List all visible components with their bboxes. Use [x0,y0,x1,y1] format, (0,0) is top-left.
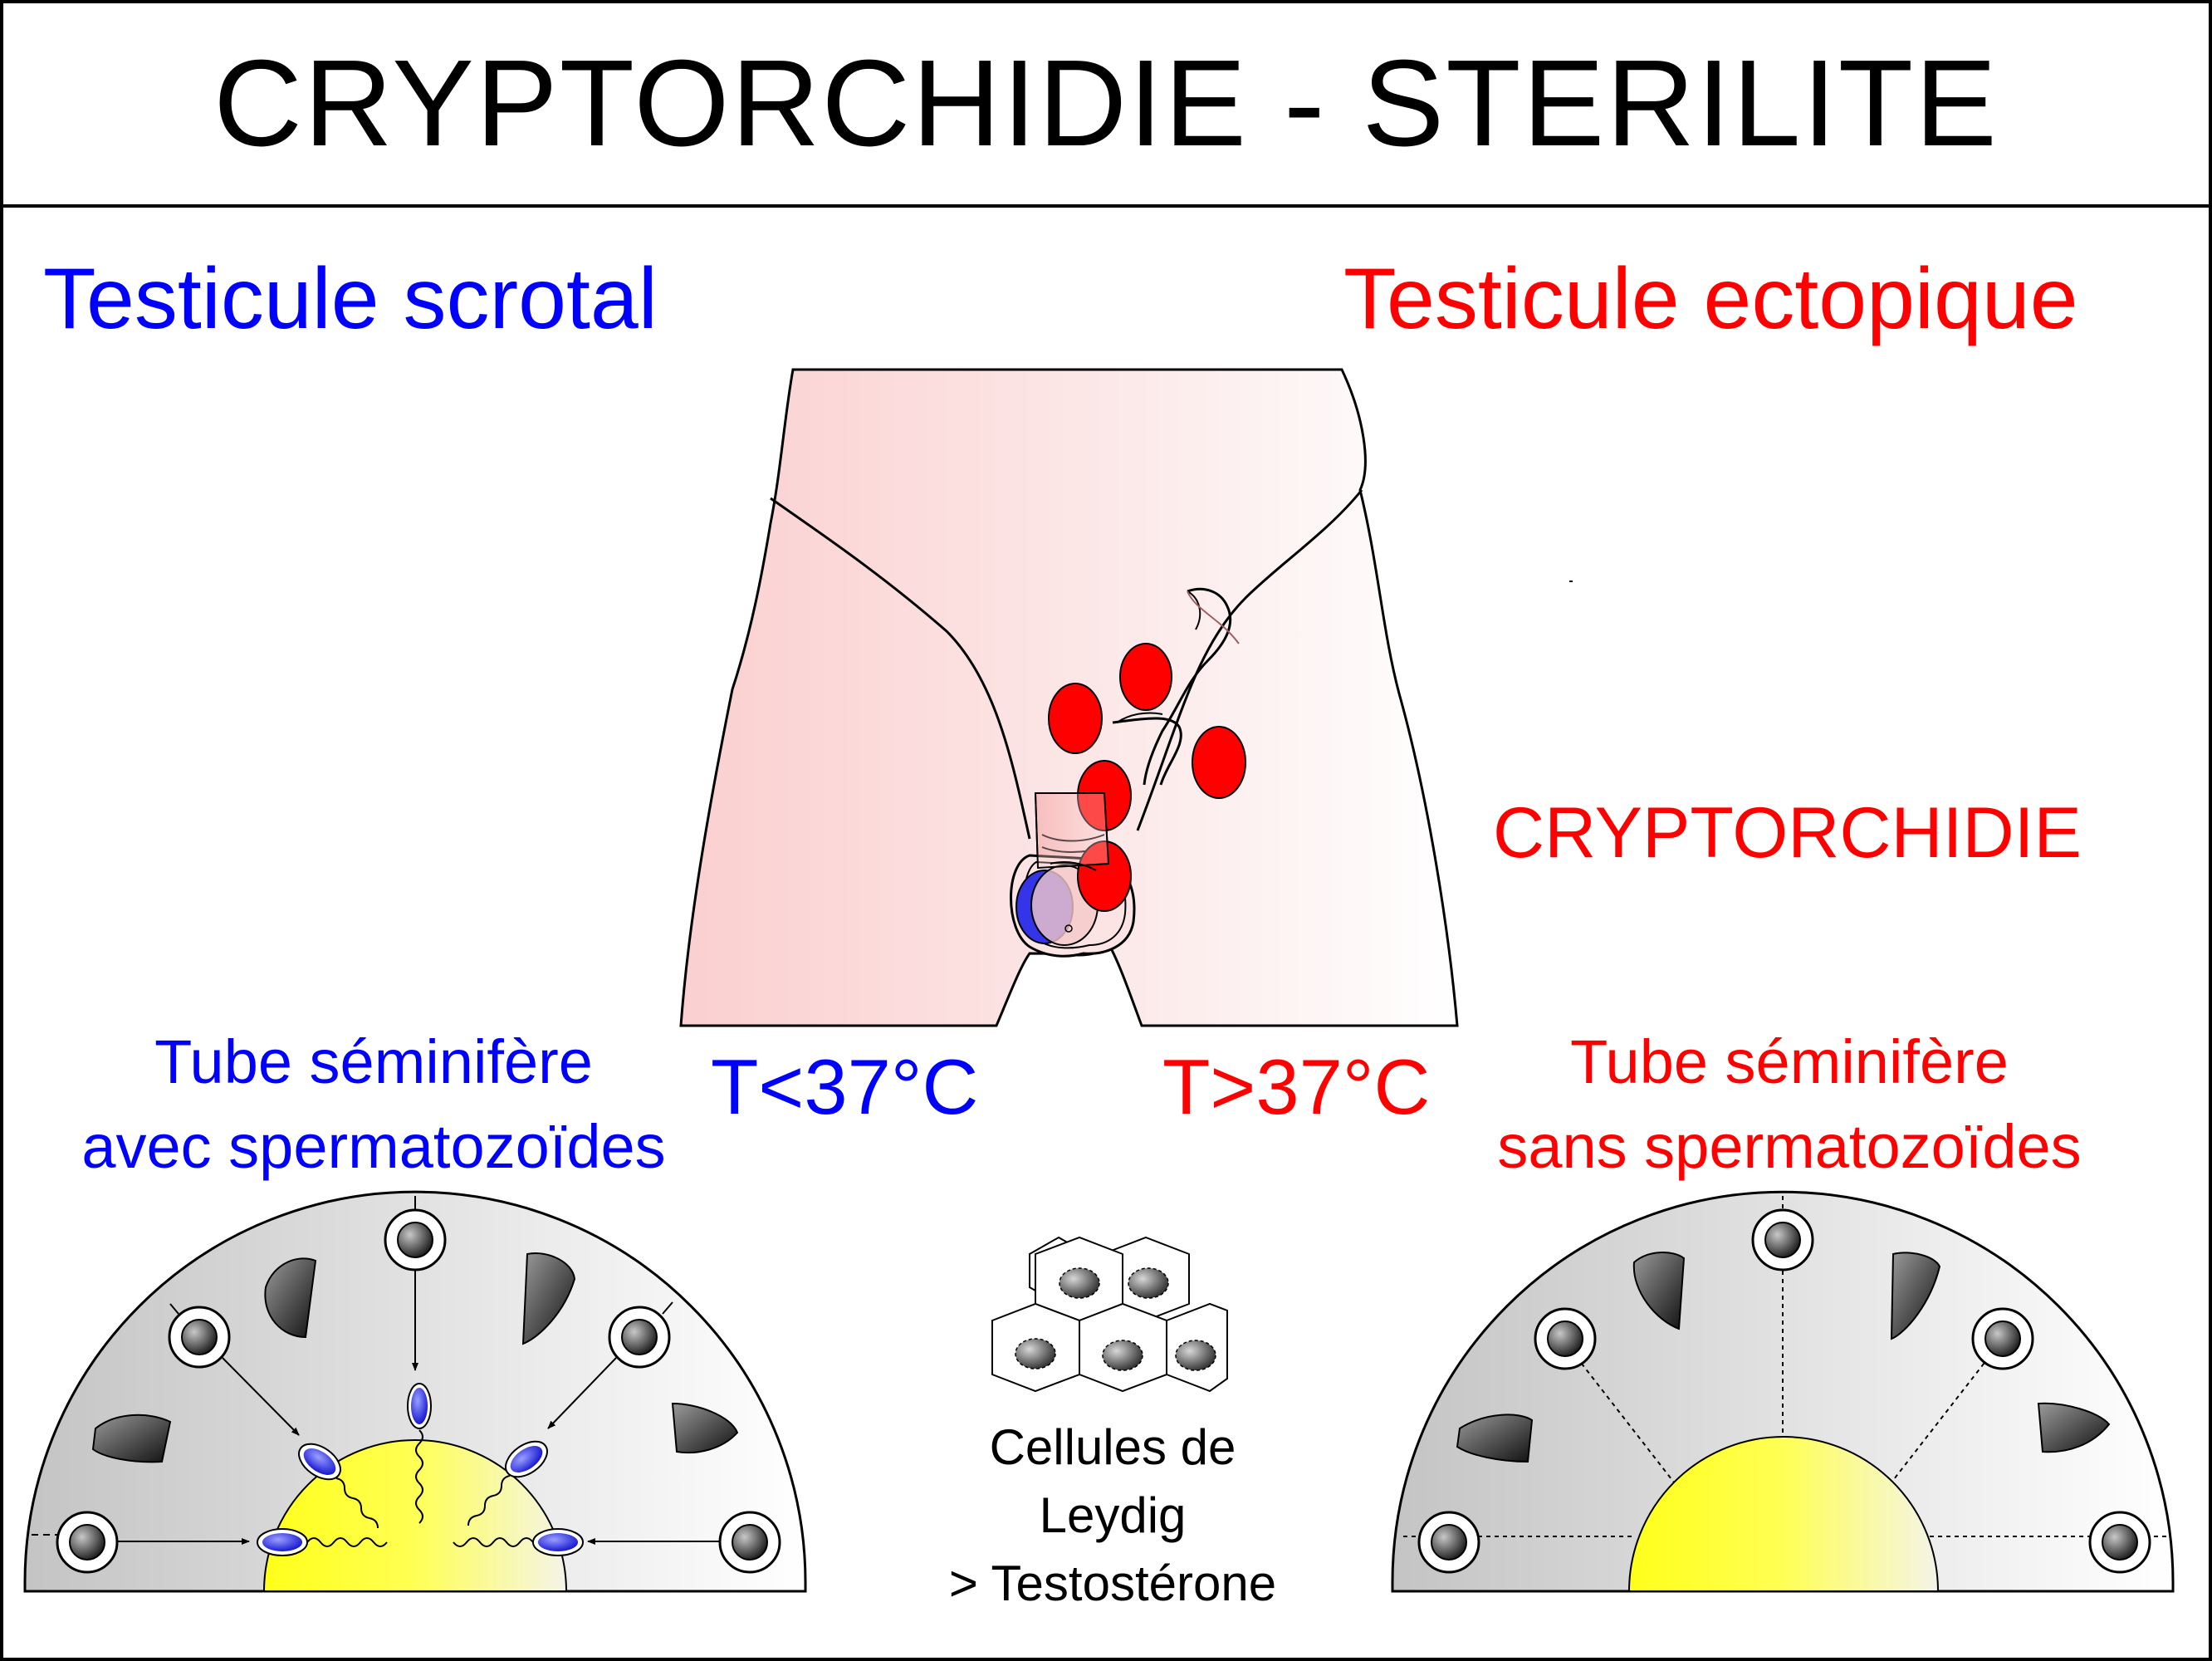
leydig-cell-icon [991,1302,1080,1393]
ectopic-testis-1 [1119,643,1172,711]
sertoli-nucleus-icon [264,1257,317,1339]
ectopic-testis-3 [1192,726,1246,799]
page-title: CRYPTORCHIDIE - STERILITE [213,35,1999,172]
sertoli-nucleus-icon [521,1252,576,1345]
sertoli-nucleus-icon [91,1414,172,1463]
tube-right-line2: sans spermatozoïdes [1497,1112,2082,1181]
leydig-label: Cellules de Leydig > Testostérone [897,1414,1329,1618]
spermatozoon-icon [407,1383,432,1524]
spermatogonia-icon [718,1511,781,1574]
spermatozoon-icon [453,1528,584,1556]
cryptorchidie-label: CRYPTORCHIDIE [1493,793,2082,873]
ectopic-testis-2 [1048,683,1103,754]
left-heading: Testicule scrotal [43,251,658,347]
ectopic-testis-5 [1077,840,1132,912]
seminiferous-tube-without-sperm [1391,1190,2175,1593]
sertoli-nucleus-icon [2037,1402,2111,1453]
left-hip-line [770,497,1031,840]
tube-left-label: Tube séminifère avec spermatozoïdes [33,1020,714,1189]
leydig-cells [991,1236,1228,1393]
spermatogonia-icon [1534,1307,1597,1370]
sertoli-nucleus-icon [1456,1414,1534,1463]
spermatogonia-icon [56,1511,119,1574]
pelvis-illustration [679,368,1573,1027]
spermatogonia-icon [1417,1511,1480,1574]
leydig-cell-icon [1079,1302,1167,1393]
sertoli-nucleus-icon [1632,1252,1686,1330]
tube-right-label: Tube séminifère sans spermatozoïdes [1449,1020,2130,1189]
spermatogonia-icon [384,1208,447,1271]
tube-right-line1: Tube séminifère [1570,1027,2009,1096]
lumen-right [1627,1436,1940,1592]
leydig-cell-icon [1102,1236,1190,1322]
spermatozoon-icon [467,1440,548,1526]
leydig-line1: Cellules de [989,1419,1236,1475]
title-bar: CRYPTORCHIDIE - STERILITE [3,3,2209,208]
spermatogonia-icon [1971,1307,2034,1370]
lumen-left [262,1439,568,1592]
sertoli-nucleus-icon [1890,1252,1941,1340]
leydig-line3: > Testostérone [948,1556,1277,1611]
seminiferous-tube-with-sperm [23,1190,807,1593]
right-heading: Testicule ectopique [1343,251,2078,347]
right-hip-line [1136,489,1363,831]
tube-left-line2: avec spermatozoïdes [81,1112,666,1181]
temp-left-label: T<37°C [711,1043,979,1130]
spermatogonia-icon [2088,1511,2151,1574]
leydig-cell-icon [1166,1302,1228,1393]
spermatogonia-icon [608,1306,671,1369]
spermatozoon-icon [257,1528,388,1556]
temp-right-label: T>37°C [1162,1043,1431,1130]
inguinal-path [1143,587,1232,786]
leydig-cell-icon [1035,1236,1123,1322]
tube-left-line1: Tube séminifère [154,1027,593,1096]
spermatogonia-icon [1751,1208,1814,1271]
spermatogonia-icon [168,1306,231,1369]
leydig-line2: Leydig [1039,1487,1187,1543]
sertoli-nucleus-icon [671,1402,739,1454]
spermatic-cord [1112,717,1182,786]
spermatozoon-icon [298,1443,379,1529]
